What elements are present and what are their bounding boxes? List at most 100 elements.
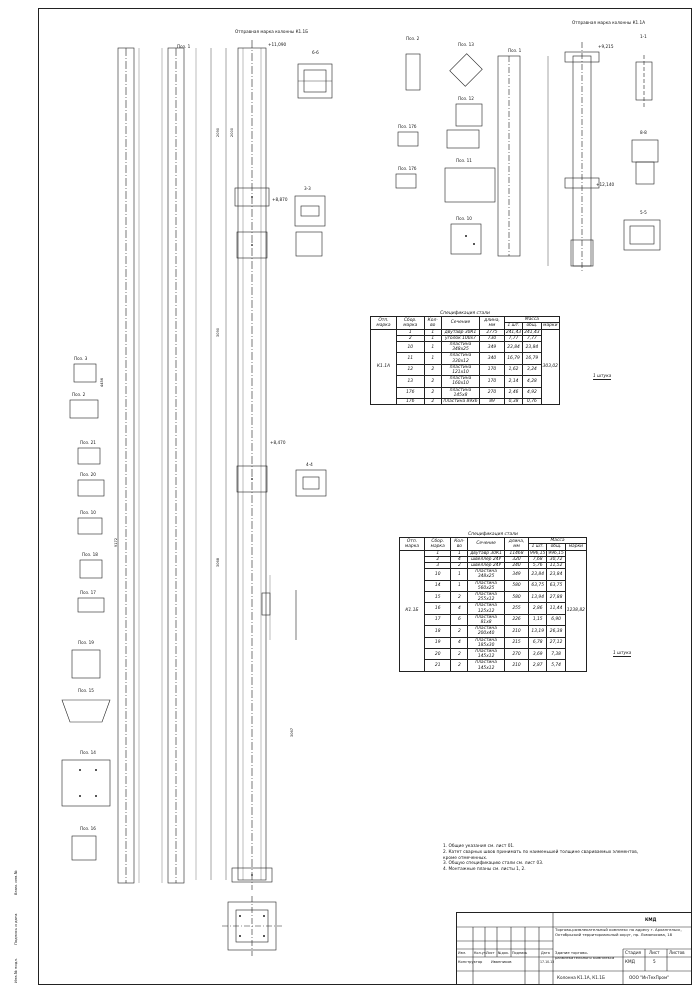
- spec-cell: 18: [423, 625, 452, 638]
- spec-cell: 7,38: [546, 648, 566, 661]
- spec-cell: пластина 89х6: [440, 398, 481, 406]
- pos-label: Поз. 15: [78, 688, 94, 693]
- spec-cell: двутавр 30К1: [467, 549, 505, 557]
- col-header: марки: [564, 543, 588, 551]
- title-k11b: Отправная марка колонны К1.1Б: [235, 29, 309, 34]
- spec-cell: 13,94: [528, 591, 548, 604]
- spec-cell: 3,69: [528, 648, 548, 661]
- spec-caption: Спецификация стали: [440, 311, 490, 316]
- spec-cell: 2: [423, 386, 442, 400]
- tb-hdr: №док.: [498, 951, 510, 955]
- spec-cell: 63,75: [528, 579, 548, 593]
- spec-cell: швеллер 24У: [467, 561, 505, 570]
- spec-cell: 241,43: [522, 328, 542, 336]
- spec-cell: 349: [479, 340, 505, 354]
- spec-cell: 27,12: [546, 636, 566, 650]
- spec-cell: пластина 255х12: [467, 591, 505, 604]
- pos-label: Поз. 13: [458, 42, 474, 47]
- pos-label: Поз. 18: [82, 552, 98, 557]
- col-header: Сбор. марка: [423, 537, 452, 551]
- spec-cell: 17б: [395, 386, 425, 400]
- spec-total: 303,02: [540, 328, 561, 406]
- spec-cell: 226: [503, 613, 530, 627]
- side-stamp-3: Взам. инв.№: [13, 870, 18, 895]
- tb-company: ООО "ИнТехПром": [629, 975, 670, 980]
- label-section-4-4: 4-4: [306, 462, 313, 467]
- general-notes: 1. Общие указания см. лист 01. 2. Катет …: [443, 844, 643, 873]
- spec-cell: 2: [423, 375, 442, 388]
- spec-cell: 996,15: [528, 549, 548, 557]
- note-item: 3. Общую спецификацию стали см. лист 03.: [443, 861, 544, 867]
- pos-label: Поз. 10: [80, 510, 96, 515]
- spec-cell: 15: [423, 591, 452, 604]
- spec-caption: Спецификация стали: [468, 532, 518, 537]
- spec-cell: 270: [503, 648, 530, 661]
- spec-cell: 23,84: [528, 568, 548, 581]
- spec-cell: 2: [450, 659, 469, 672]
- label-pos1-right: Поз. 1: [508, 48, 522, 53]
- label-pos1-left: Поз. 1: [177, 44, 191, 49]
- spec-cell: 170: [479, 363, 505, 377]
- spec-cell: 2: [450, 648, 469, 661]
- spec-cell: 241,43: [503, 328, 524, 336]
- spec-cell: 2,14: [503, 375, 524, 388]
- col-header: общ.: [546, 543, 566, 551]
- tb-hdr: Дата: [541, 951, 550, 955]
- tb-stage: КМД: [625, 959, 635, 964]
- spec-cell: 996,15: [546, 549, 566, 557]
- note-item: 1. Общие указания см. лист 01.: [443, 844, 515, 849]
- spec-cell: 17: [423, 613, 452, 627]
- spec-cell: 1,62: [503, 363, 524, 377]
- spec-cell: 14: [423, 579, 452, 593]
- tb-building: Здание торгово-развлекательного комплекс…: [555, 950, 615, 960]
- dim-left-2: 9172: [114, 537, 119, 548]
- dim-main-4: 2000: [230, 127, 235, 138]
- spec-cell: 21: [423, 659, 452, 672]
- spec-cell: 2,87: [528, 659, 548, 672]
- spec-cell: 7,77: [522, 334, 542, 343]
- col-header: 1 шт.: [528, 543, 548, 551]
- spec-cell: 11,52: [546, 561, 566, 570]
- pos-label: Поз. 17б: [398, 166, 417, 171]
- col-header: Кол-во: [423, 316, 442, 330]
- drawing-frame: [38, 8, 692, 985]
- spec-cell: 1: [423, 352, 442, 365]
- spec-cell: 7,68: [528, 555, 548, 564]
- col-header: Отп. марка: [370, 316, 397, 330]
- pos-label: Поз. 20: [80, 472, 96, 477]
- spec-cell: 340: [479, 352, 505, 365]
- spec-cell: 23,84: [546, 568, 566, 581]
- pos-label: Поз. 16: [80, 826, 96, 831]
- pos-label: Поз. 2: [72, 392, 86, 397]
- title-k11a: Отправная марка колонны К1.1А: [572, 20, 646, 25]
- pos-label: Поз. 21: [80, 440, 96, 445]
- spec-cell: пластина 81х8: [467, 613, 505, 627]
- spec-cell: 349: [503, 568, 530, 581]
- spec-cell: 0,76: [522, 398, 542, 406]
- pos-label: Поз. 3: [74, 356, 88, 361]
- spec-cell: 1: [450, 568, 469, 581]
- spec-cell: 1: [423, 340, 442, 354]
- spec-cell: 16,79: [522, 352, 542, 365]
- elev-1: +11,090: [268, 42, 287, 47]
- spec-cell: 580: [503, 579, 530, 593]
- spec-cell: 2,86: [528, 602, 548, 615]
- spec-cell: 13: [395, 375, 425, 388]
- spec-cell: 27,88: [546, 591, 566, 604]
- col-header: Сечение: [467, 537, 505, 551]
- label-section-8-8: 8-8: [640, 130, 647, 135]
- pos-label: Поз. 10: [456, 216, 472, 221]
- spec-cell: 26,38: [546, 625, 566, 638]
- spec-cell: 2: [450, 591, 469, 604]
- tb-project: Торгово-развлекательный комплекс по адре…: [555, 927, 682, 937]
- spec-cell: 0,38: [503, 398, 524, 406]
